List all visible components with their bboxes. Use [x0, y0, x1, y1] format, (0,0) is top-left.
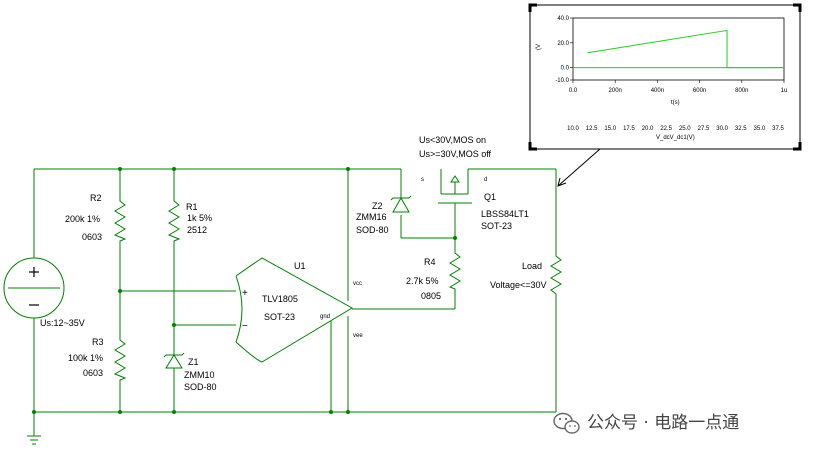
r4-package: 0805 — [421, 291, 441, 301]
u1-name: U1 — [294, 261, 306, 271]
mosfet-q1 — [438, 169, 472, 212]
chart-x-tick-label: 600n — [693, 88, 706, 94]
chart-x-tick-label: 200n — [609, 88, 622, 94]
z2-name: Z2 — [372, 201, 383, 211]
chart-x-tick-label: 800n — [735, 88, 748, 94]
chart-secondary-tick-label: 27.5 — [698, 126, 710, 132]
zener-diode-z1: Z1 ZMM10 SOD-80 — [163, 345, 217, 392]
r2-value: 200k 1% — [65, 214, 100, 224]
source-label: Us:12~35V — [40, 318, 85, 328]
u1-vcc: vcc — [353, 281, 362, 287]
r4-value: 2.7k 5% — [406, 276, 439, 286]
chart-y-tick-label: -10.0 — [555, 78, 569, 84]
inset-chart: (V t(s) V_dcV_dc1(V) 40.020.00.0-10.00.0… — [536, 16, 787, 141]
chart-secondary-tick-label: 17.5 — [623, 126, 635, 132]
chart-secondary-tick-label: 10.0 — [567, 126, 579, 132]
chart-x-tick-label: 400n — [651, 88, 664, 94]
r3-name: R3 — [92, 337, 104, 347]
r1-value: 1k 5% — [187, 213, 212, 223]
u1-part: TLV1805 — [262, 294, 298, 304]
r4-name: R4 — [424, 257, 436, 267]
chart-secondary-tick-label: 20.0 — [642, 126, 654, 132]
chart-secondary-tick-label: 35.0 — [754, 126, 766, 132]
q1-name: Q1 — [484, 192, 496, 202]
annotation-line1: Us<30V,MOS on — [419, 135, 486, 145]
u1-vee: vee — [353, 333, 363, 339]
load-resistor: Load Voltage<=30V — [490, 252, 562, 298]
chart-secondary-tick-label: 32.5 — [735, 126, 747, 132]
ground-symbol-icon — [27, 435, 41, 445]
z2-package: SOD-80 — [356, 225, 389, 235]
q1-source-pin: s — [421, 177, 424, 183]
chart-y-tick-label: 0.0 — [561, 66, 570, 72]
chart-y-tick-label: 20.0 — [557, 41, 569, 47]
load-name: Load — [522, 261, 542, 271]
chart-secondary-tick-label: 25.0 — [679, 126, 691, 132]
chart-secondary-x-label: V_dcV_dc1(V) — [656, 135, 695, 141]
r2-package: 0603 — [82, 232, 102, 242]
resistor-r2: R2 200k 1% 0603 — [65, 193, 127, 244]
load-note: Voltage<=30V — [490, 280, 547, 290]
chart-secondary-tick-label: 22.5 — [660, 126, 672, 132]
watermark-text: 公众号 · 电路一点通 — [587, 413, 739, 433]
resistor-r3: R3 100k 1% 0603 — [68, 336, 127, 383]
chart-y-tick-label: 40.0 — [557, 16, 569, 22]
z1-part: ZMM10 — [184, 370, 215, 380]
wechat-icon — [553, 412, 580, 434]
q1-drain-pin: d — [484, 177, 487, 183]
chart-secondary-tick-label: 30.0 — [716, 126, 728, 132]
chart-x-axis-label: t(s) — [671, 100, 680, 106]
annotation-line2: Us>=30V,MOS off — [419, 149, 492, 159]
z2-part: ZMM16 — [356, 212, 387, 222]
chart-x-tick-label: 0.0 — [569, 88, 578, 94]
comparator-u1: + − U1 TLV1805 SOT-23 vcc gnd vee — [235, 257, 363, 363]
r3-package: 0603 — [83, 368, 103, 378]
u1-gnd: gnd — [320, 314, 330, 320]
junction-dots — [32, 167, 457, 414]
u1-plus: + — [242, 288, 248, 299]
chart-series — [573, 29, 784, 69]
resistor-r1: R1 1k 5% 2512 — [167, 198, 212, 244]
chart-secondary-tick-label: 37.5 — [772, 126, 784, 132]
u1-package: SOT-23 — [264, 312, 295, 322]
mosfet-q1-labels: s d Q1 LBSS84LT1 SOT-23 — [421, 177, 529, 231]
voltage-source: Us:12~35V — [3, 257, 85, 328]
q1-package: SOT-23 — [481, 221, 512, 231]
watermark: 公众号 · 电路一点通 — [553, 412, 739, 434]
zener-diode-z2: Z2 ZMM16 SOD-80 — [356, 195, 412, 235]
callout-arrow-icon — [557, 148, 601, 187]
chart-y-axis-label: (V — [536, 44, 542, 50]
z1-name: Z1 — [188, 357, 199, 367]
u1-minus: − — [242, 321, 248, 332]
r1-name: R1 — [186, 202, 198, 212]
z1-package: SOD-80 — [184, 382, 217, 392]
resistor-r4: R4 2.7k 5% 0805 — [406, 250, 461, 301]
r3-value: 100k 1% — [68, 353, 103, 363]
r2-name: R2 — [90, 193, 102, 203]
chart-plot-area — [572, 17, 785, 81]
chart-secondary-tick-label: 15.0 — [604, 126, 616, 132]
annotation: Us<30V,MOS on Us>=30V,MOS off — [419, 135, 492, 159]
r1-package: 2512 — [187, 225, 207, 235]
chart-secondary-tick-label: 12.5 — [586, 126, 598, 132]
chart-x-tick-label: 1u — [781, 88, 788, 94]
q1-part: LBSS84LT1 — [481, 209, 529, 219]
